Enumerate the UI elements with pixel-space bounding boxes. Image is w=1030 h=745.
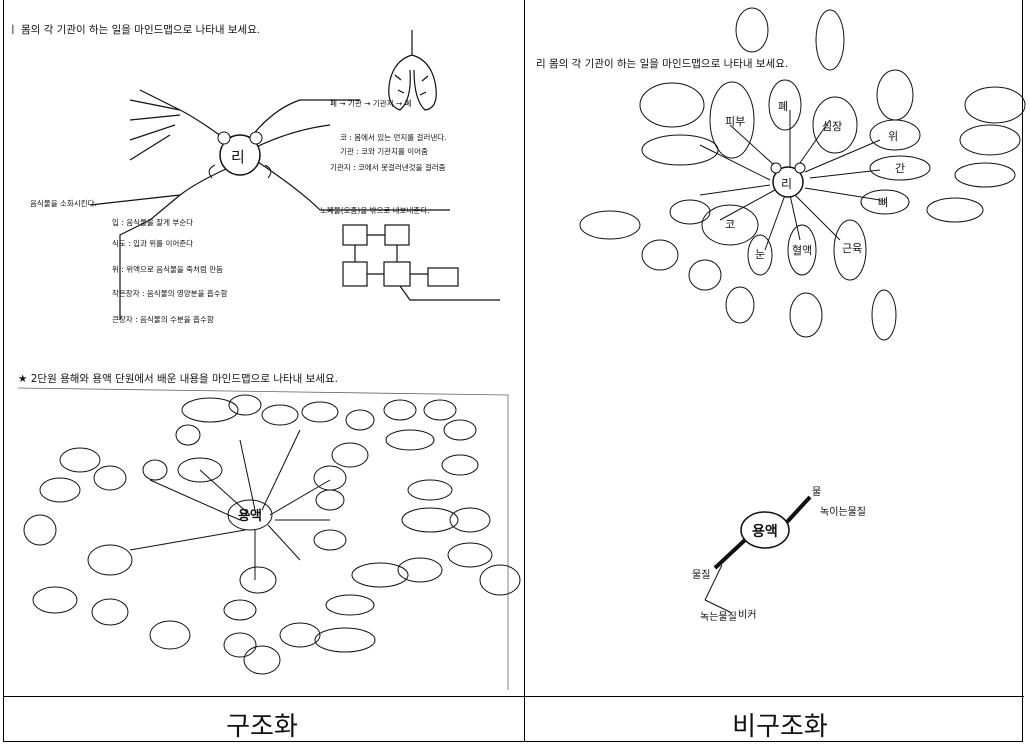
note-2: 코 : 몸에서 있는 먼지를 걸러낸다. xyxy=(340,132,447,142)
branch-lung: 폐 xyxy=(778,100,788,113)
word-solute: 녹는물질 xyxy=(700,611,737,623)
top-left-notes: 폐 → 기관 → 기관지 → 폐 코 : 몸에서 있는 먼지를 걸러낸다. 기관… xyxy=(30,98,447,324)
branch-stomach: 위 xyxy=(888,130,898,143)
note-4: 기관지 : 코에서 못걸러낸것을 걸러줌 xyxy=(330,162,446,172)
word-substance: 물질 xyxy=(692,569,710,581)
note-6: 입 : 음식물을 잘게 부순다 xyxy=(112,217,193,227)
word-beaker: 비커 xyxy=(738,609,756,621)
mindmap-body-unstructured xyxy=(579,7,1026,341)
comparison-table xyxy=(3,0,1024,742)
bottom-right-words: 물 물질 녹는물질 녹이는물질 비커 xyxy=(692,486,866,623)
word-water: 물 xyxy=(812,486,821,498)
note-10: 큰창자 : 음식물의 수분을 흡수함 xyxy=(112,314,214,324)
prompt-right: 리 몸의 각 기관이 하는 일을 마인드맵으로 나타내 보세요. xyxy=(536,58,789,70)
column-divider xyxy=(524,0,525,742)
center-label-bottom: 용액 xyxy=(238,508,262,524)
note-1: 폐 → 기관 → 기관지 → 폐 xyxy=(330,98,412,108)
note-5: 노폐물(오줌)을 밖으로 내보내준다. xyxy=(320,205,430,215)
branch-muscle: 근육 xyxy=(842,242,862,255)
mindmap-solution-unstructured xyxy=(704,495,812,613)
word-solvent: 녹이는물질 xyxy=(820,506,866,518)
note-11: 음식물을 소화시킨다. xyxy=(30,198,97,208)
caption-unstructured: 비구조화 xyxy=(732,712,828,742)
top-right-branch-labels: 폐 심장 위 뼈 근육 혈액 눈 코 간 피부 xyxy=(725,100,905,261)
note-7: 식도 : 입과 위를 이어준다 xyxy=(112,238,193,248)
mindmap-body-structured xyxy=(89,30,500,320)
bear-icon xyxy=(208,131,272,179)
branch-nose: 코 xyxy=(725,218,735,231)
branch-liver: 간 xyxy=(895,162,905,175)
prompt-left: ㅣ 몸의 각 기관이 하는 일을 마인드맵으로 나타내 보세요. xyxy=(8,24,261,36)
branch-eye: 눈 xyxy=(755,248,765,261)
bottom-left-header: ★ 2단원 용해와 용액 단원에서 배운 내용을 마인드맵으로 나타내 보세요. xyxy=(18,372,338,385)
note-9: 작은창자 : 음식물의 영양분을 흡수함 xyxy=(112,288,228,298)
center-label-right: 리 xyxy=(781,177,792,191)
branch-heart: 심장 xyxy=(822,120,842,133)
bear-icon-right xyxy=(770,162,806,198)
branch-blood: 혈액 xyxy=(792,243,812,257)
mindmap-solution-structured xyxy=(23,394,521,675)
note-3: 기관 : 코와 기관지를 이어줌 xyxy=(340,146,428,156)
caption-structured: 구조화 xyxy=(226,712,298,742)
center-label-nonstructured: 용액 xyxy=(752,523,778,540)
note-8: 위 : 위액으로 음식물을 죽처럼 만듬 xyxy=(112,264,223,274)
branch-skin: 피부 xyxy=(725,115,745,128)
caption-row-divider xyxy=(4,696,1024,697)
center-label-top: 리 xyxy=(231,148,245,166)
branch-bone: 뼈 xyxy=(878,196,888,209)
